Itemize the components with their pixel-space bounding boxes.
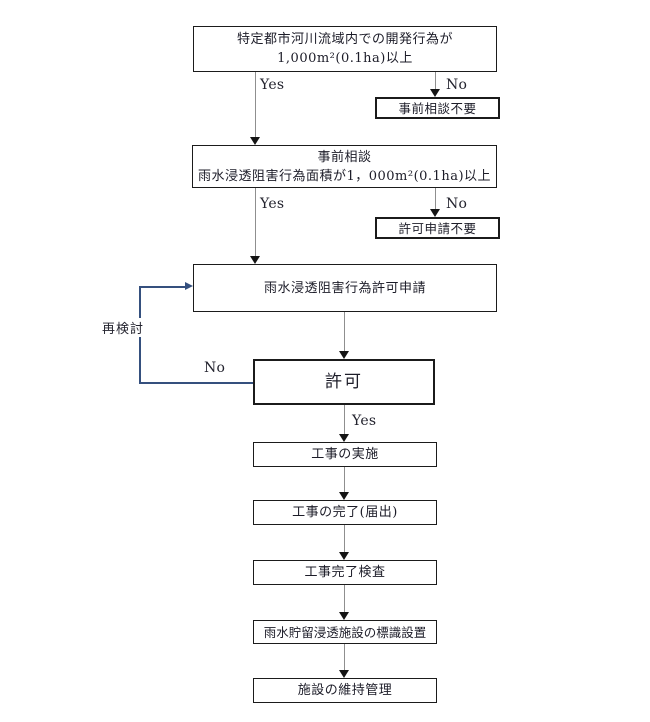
arrow-down-icon: [339, 492, 349, 500]
node-no-permit-needed: 許可申請不要: [375, 217, 500, 239]
node-start-line2: 1,000m²(0.1ha)以上: [277, 51, 413, 66]
arrow-down-icon: [430, 209, 440, 217]
edge-label-yes-permit: Yes: [352, 413, 377, 429]
node-completion-label: 工事の完了(届出): [292, 505, 398, 520]
node-no-consult-label: 事前相談不要: [398, 100, 477, 116]
node-maintenance-label: 施設の維持管理: [297, 683, 393, 698]
arrow-down-icon: [339, 670, 349, 678]
edge-construction-completion-line: [344, 467, 345, 492]
node-no-consult: 事前相談不要: [375, 97, 500, 119]
node-maintenance: 施設の維持管理: [253, 678, 437, 703]
arrow-down-icon: [339, 612, 349, 620]
edge-start-no-line: [435, 72, 436, 89]
node-signage-label: 雨水貯留浸透施設の標識設置: [263, 624, 427, 640]
node-construction-label: 工事の実施: [311, 447, 379, 462]
arrow-down-icon: [339, 434, 349, 442]
edge-inspection-signage-line: [344, 585, 345, 612]
arrow-down-icon: [250, 137, 260, 145]
arrow-down-icon: [430, 89, 440, 97]
node-start-line1: 特定都市河川流域内での開発行為が: [236, 32, 453, 47]
edge-permit-yes-line: [344, 405, 345, 434]
edge-consult-yes-line: [255, 188, 256, 256]
node-inspection: 工事完了検査: [253, 560, 437, 585]
loop-top-horizontal-line: [139, 286, 185, 288]
edge-signage-maintenance-line: [344, 644, 345, 670]
edge-label-no-permit: No: [204, 360, 226, 376]
edge-apply-permit-line: [344, 312, 345, 351]
edge-consult-no-line: [435, 188, 436, 209]
edge-completion-inspection-line: [344, 525, 345, 552]
node-no-permit-needed-label: 許可申請不要: [398, 220, 477, 236]
arrow-down-icon: [339, 552, 349, 560]
node-apply-label: 雨水浸透阻害行為許可申請: [263, 280, 426, 296]
node-consult: 事前相談 雨水浸透阻害行為面積が1，000m²(0.1ha)以上: [192, 145, 497, 188]
edge-start-yes-line: [255, 72, 256, 137]
arrow-down-icon: [250, 256, 260, 264]
node-apply: 雨水浸透阻害行為許可申請: [193, 264, 497, 312]
arrow-down-icon: [339, 351, 349, 359]
node-start: 特定都市河川流域内での開発行為が 1,000m²(0.1ha)以上: [193, 26, 497, 72]
edge-label-yes-2: Yes: [260, 196, 285, 212]
node-consult-line1: 事前相談: [317, 149, 372, 165]
edge-label-no-1: No: [446, 77, 468, 93]
node-signage: 雨水貯留浸透施設の標識設置: [253, 620, 437, 644]
arrow-right-icon: [185, 282, 193, 290]
node-consult-line2: 雨水浸透阻害行為面積が1，000m²(0.1ha)以上: [197, 168, 492, 184]
node-permit-label: 許可: [325, 371, 363, 392]
node-inspection-label: 工事完了検査: [304, 565, 386, 580]
edge-label-reconsider: 再検討: [101, 318, 146, 337]
loop-no-horizontal-line: [139, 382, 253, 384]
edge-label-no-2: No: [446, 196, 468, 212]
edge-label-yes-1: Yes: [260, 77, 285, 93]
node-completion: 工事の完了(届出): [253, 500, 437, 525]
node-permit: 許可: [253, 359, 435, 405]
node-construction: 工事の実施: [253, 442, 437, 467]
